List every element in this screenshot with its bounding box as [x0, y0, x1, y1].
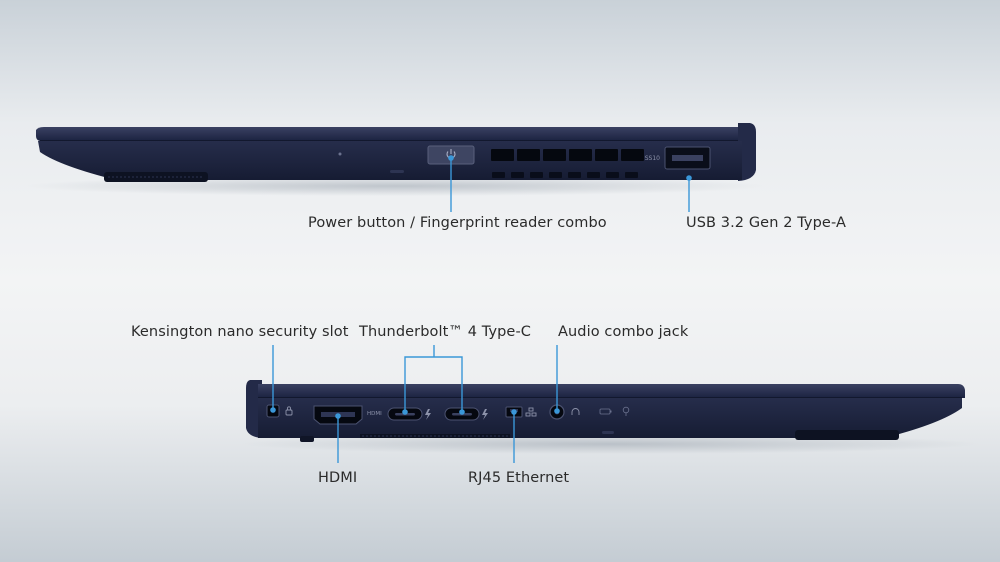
callout-audio: Audio combo jack — [558, 324, 689, 340]
usb-a-port-mark: SS10 — [645, 155, 660, 162]
leader-lines — [270, 155, 692, 463]
thunderbolt-icon-1 — [425, 409, 431, 420]
leader-thunderbolt-bracket — [404, 356, 463, 412]
laptop-left-side: HDMI — [240, 380, 980, 454]
vents-top-row — [491, 149, 644, 161]
callout-rj45: RJ45 Ethernet — [468, 470, 570, 486]
lid-top — [36, 127, 742, 141]
callout-usb-a: USB 3.2 Gen 2 Type-A — [686, 215, 846, 231]
headset-icon — [571, 408, 580, 415]
shadow-bottom — [240, 434, 980, 454]
shadow-top — [25, 176, 765, 196]
lock-icon — [285, 406, 293, 416]
lid-bottom — [258, 384, 965, 398]
callout-thunderbolt: Thunderbolt™ 4 Type-C — [359, 324, 532, 340]
usb-a-port — [664, 146, 711, 170]
led-indicator — [338, 152, 342, 156]
thunderbolt-icon-2 — [482, 409, 488, 420]
callout-hdmi: HDMI — [318, 470, 358, 486]
base-bottom — [258, 398, 962, 438]
hinge-top — [738, 123, 756, 181]
laptop-right-side: SS10 — [25, 123, 765, 196]
power-indicator-icon — [622, 406, 630, 416]
vents-bottom-row — [492, 172, 638, 178]
callout-kensington: Kensington nano security slot — [131, 324, 349, 340]
speaker-grille-bottom — [795, 430, 899, 440]
hdmi-port-mark: HDMI — [367, 411, 382, 417]
network-icon — [525, 407, 537, 417]
callout-power-fingerprint: Power button / Fingerprint reader combo — [308, 215, 607, 231]
